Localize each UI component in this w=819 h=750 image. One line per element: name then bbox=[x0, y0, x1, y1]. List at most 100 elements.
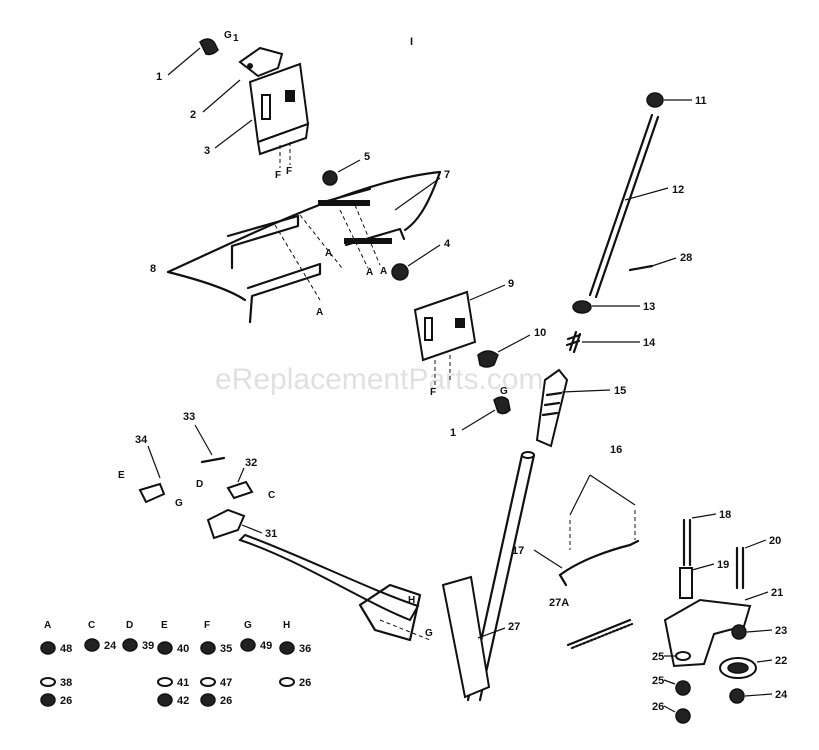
callout-34: 34 bbox=[135, 434, 148, 446]
legend-letter-g: G bbox=[244, 620, 252, 631]
callout-16: 16 bbox=[610, 444, 622, 456]
legend-letter-c: C bbox=[88, 620, 95, 631]
legend-letter-a: A bbox=[44, 620, 51, 631]
legend-letter-f: F bbox=[204, 620, 210, 631]
letter-c-1: C bbox=[268, 490, 275, 501]
callout-12: 12 bbox=[672, 184, 684, 196]
callout-8: 8 bbox=[150, 263, 156, 275]
legend-part-number: 48 bbox=[60, 643, 72, 655]
callout-17: 17 bbox=[512, 545, 524, 557]
legend-part-number: 49 bbox=[260, 640, 272, 652]
legend-hardware-icon bbox=[40, 641, 56, 655]
callout-14: 14 bbox=[643, 337, 656, 349]
legend-hardware-icon bbox=[200, 677, 216, 687]
part-1-clip-top: 1 G 1 bbox=[156, 30, 239, 83]
letter-a-2: A bbox=[316, 307, 323, 318]
letter-g-top: G bbox=[224, 30, 232, 41]
callout-31: 31 bbox=[265, 528, 277, 540]
callout-7: 7 bbox=[444, 169, 450, 181]
callout-5: 5 bbox=[364, 151, 370, 163]
legend-part-number: 24 bbox=[104, 640, 117, 652]
part-1-clip-lower: 1 G bbox=[450, 386, 511, 439]
callout-15: 15 bbox=[614, 385, 626, 397]
legend-hardware-icon bbox=[84, 638, 100, 652]
callout-4: 4 bbox=[444, 238, 451, 250]
legend-part-number: 40 bbox=[177, 643, 189, 655]
legend-part-number: 35 bbox=[220, 643, 232, 655]
callout-10: 10 bbox=[534, 327, 546, 339]
legend-hardware-icon bbox=[40, 677, 56, 687]
legend-hardware-icon bbox=[40, 693, 56, 707]
part-9-plate: 9 F bbox=[413, 278, 514, 398]
legend-part-number: 36 bbox=[299, 643, 311, 655]
parts-16-17-27a: 16 17 27A bbox=[512, 444, 640, 650]
part-4-nut: 4 bbox=[391, 238, 451, 281]
letter-g-4: G bbox=[425, 628, 433, 639]
letter-f-2: F bbox=[286, 166, 292, 177]
part-7-8-crossmember: 7 8 A A A A bbox=[150, 169, 450, 324]
legend-part-number: 26 bbox=[60, 695, 72, 707]
watermark-text: eReplacementParts.com bbox=[215, 363, 543, 396]
legend-part-number: 47 bbox=[220, 677, 232, 689]
letter-f-1: F bbox=[275, 170, 281, 181]
callout-20: 20 bbox=[769, 535, 781, 547]
legend-hardware-icon bbox=[240, 638, 256, 652]
legend-part-number: 26 bbox=[299, 677, 311, 689]
letter-a-1: A bbox=[325, 248, 332, 259]
parts-18-26-spindle: 18 19 20 21 23 22 24 25 25 26 bbox=[652, 509, 788, 724]
letter-g-2: G bbox=[500, 386, 508, 397]
callout-13: 13 bbox=[643, 301, 655, 313]
steering-shaft: 11 12 28 13 14 15 27 H G bbox=[238, 92, 707, 702]
callout-23: 23 bbox=[775, 625, 787, 637]
part-5-nut: 5 bbox=[322, 151, 370, 186]
callout-1-top: 1 bbox=[156, 71, 162, 83]
legend-letter-e: E bbox=[161, 620, 168, 631]
letter-d-1: D bbox=[196, 479, 203, 490]
letter-g-sub: 1 bbox=[233, 33, 239, 44]
letter-g-3: G bbox=[175, 498, 183, 509]
legend-letter-d: D bbox=[126, 620, 133, 631]
part-10-clip: 10 bbox=[477, 327, 546, 368]
callout-3: 3 bbox=[204, 145, 210, 157]
parts-31-34-brackets: 33 34 E 32 D C 31 G bbox=[118, 411, 277, 540]
letter-a-4: A bbox=[380, 266, 387, 277]
page-mark: I bbox=[410, 36, 413, 48]
callout-25-b: 25 bbox=[652, 675, 664, 687]
callout-19: 19 bbox=[717, 559, 729, 571]
legend-hardware-icon bbox=[279, 641, 295, 655]
part-3-plate: 3 F F bbox=[204, 62, 310, 181]
callout-22: 22 bbox=[775, 655, 787, 667]
letter-e-1: E bbox=[118, 470, 125, 481]
legend-hardware-icon bbox=[157, 641, 173, 655]
legend-hardware-icon bbox=[157, 677, 173, 687]
callout-27a: 27A bbox=[549, 597, 569, 609]
letter-a-3: A bbox=[366, 267, 373, 278]
legend-part-number: 26 bbox=[220, 695, 232, 707]
callout-18: 18 bbox=[719, 509, 731, 521]
part-2-bracket: 2 bbox=[190, 46, 284, 121]
callout-24-spindle: 24 bbox=[775, 689, 788, 701]
callout-2: 2 bbox=[190, 109, 196, 121]
callout-1-lower: 1 bbox=[450, 427, 456, 439]
legend-letter-h: H bbox=[283, 620, 290, 631]
legend-part-number: 41 bbox=[177, 677, 189, 689]
letter-h-1: H bbox=[408, 595, 415, 606]
legend-hardware-icon bbox=[279, 677, 295, 687]
legend-part-number: 42 bbox=[177, 695, 189, 707]
hardware-legend: A 48 38 26 C 24 D 39 E 40 41 42 F 35 47 26 G 49 H 36 26 bbox=[40, 620, 311, 707]
callout-25-a: 25 bbox=[652, 651, 664, 663]
callout-11: 11 bbox=[695, 95, 707, 107]
callout-27: 27 bbox=[508, 621, 520, 633]
legend-part-number: 39 bbox=[142, 640, 154, 652]
legend-hardware-icon bbox=[122, 638, 138, 652]
legend-hardware-icon bbox=[157, 693, 173, 707]
letter-f-3: F bbox=[430, 387, 436, 398]
callout-33: 33 bbox=[183, 411, 195, 423]
legend-part-number: 38 bbox=[60, 677, 72, 689]
callout-9: 9 bbox=[508, 278, 514, 290]
callout-21: 21 bbox=[771, 587, 783, 599]
callout-26-spindle: 26 bbox=[652, 701, 664, 713]
legend-hardware-icon bbox=[200, 693, 216, 707]
callout-28: 28 bbox=[680, 252, 692, 264]
